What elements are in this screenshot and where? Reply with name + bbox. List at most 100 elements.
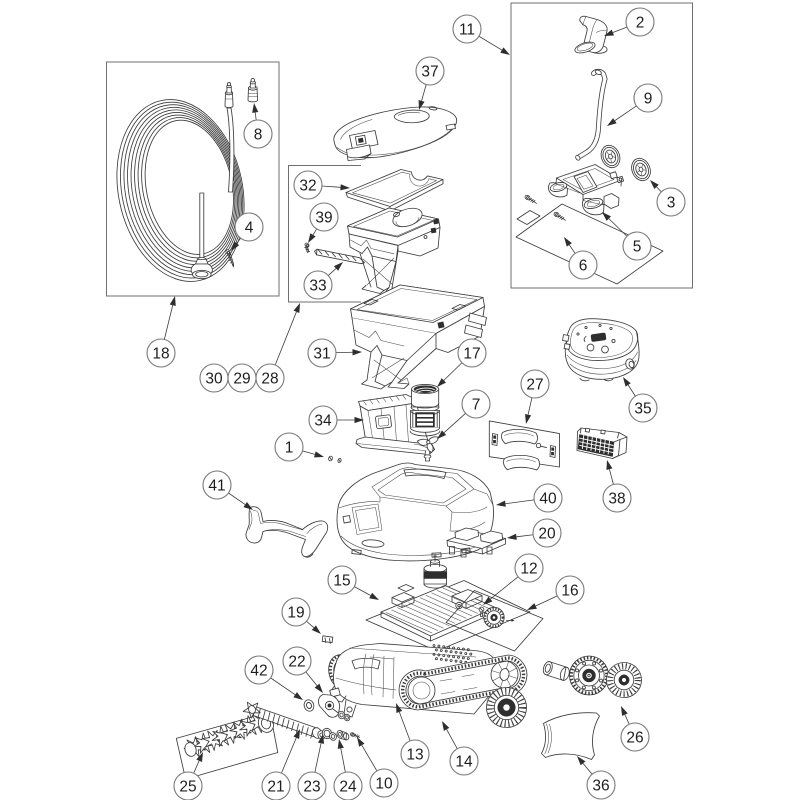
callout-circle-6 xyxy=(568,250,598,280)
leader-line-12 xyxy=(490,576,519,600)
leader-line-9 xyxy=(614,105,637,121)
callout-number-16: 16 xyxy=(561,583,578,600)
callout-number-6: 6 xyxy=(579,258,588,275)
callout-16: 16 xyxy=(555,575,585,605)
part-tension-bracket xyxy=(318,694,351,722)
leader-line-8 xyxy=(254,112,257,121)
leader-line-21 xyxy=(281,737,297,774)
leader-arrowhead-33 xyxy=(333,262,343,271)
leader-arrowhead-15 xyxy=(369,592,379,600)
callout-number-35: 35 xyxy=(634,401,651,418)
leader-line-35 xyxy=(627,384,636,397)
part-main-body xyxy=(336,462,494,562)
callout-30: 30 xyxy=(199,363,229,393)
callout-23: 23 xyxy=(297,771,327,800)
callout-number-15: 15 xyxy=(333,573,350,590)
callout-36: 36 xyxy=(586,770,616,800)
leader-line-24 xyxy=(340,748,346,773)
leader-line-14 xyxy=(446,729,458,749)
part-top-cover xyxy=(333,106,458,161)
callout-22: 22 xyxy=(282,646,312,676)
part-screw-39 xyxy=(304,242,310,254)
callout-10: 10 xyxy=(369,768,399,798)
callout-number-1: 1 xyxy=(285,440,294,457)
leader-arrowhead-41 xyxy=(243,502,253,510)
callout-13: 13 xyxy=(400,739,430,769)
part-handle-grip xyxy=(574,15,608,54)
part-side-panel xyxy=(541,712,600,760)
callout-circle-16 xyxy=(555,575,585,605)
callout-20: 20 xyxy=(532,518,562,548)
leader-arrowhead-5 xyxy=(602,212,611,221)
leader-line-7 xyxy=(443,413,466,433)
leader-line-3 xyxy=(656,186,662,193)
leader-arrowhead-17 xyxy=(437,378,446,387)
part-wheel-3 xyxy=(631,157,651,182)
leader-line-10 xyxy=(361,744,378,772)
leader-arrowhead-16 xyxy=(527,603,537,610)
part-filter-basket xyxy=(350,284,487,390)
callout-14: 14 xyxy=(449,746,479,776)
callout-circle-12 xyxy=(514,553,544,583)
leader-arrowhead-23 xyxy=(318,734,325,744)
callout-number-32: 32 xyxy=(299,178,316,195)
leader-line-1 xyxy=(302,450,315,455)
callout-circle-37 xyxy=(415,56,445,86)
callout-number-8: 8 xyxy=(254,127,263,144)
part-filter-housing-top xyxy=(347,207,441,294)
part-brush-roller xyxy=(242,701,326,740)
leader-arrowhead-34 xyxy=(354,416,364,424)
callout-circle-33 xyxy=(303,270,333,300)
leader-arrowhead-8 xyxy=(252,103,259,113)
callout-24: 24 xyxy=(333,771,363,800)
callout-number-28: 28 xyxy=(261,371,278,388)
callout-number-26: 26 xyxy=(626,730,643,747)
box-filter-top-kit xyxy=(288,165,361,303)
part-cable-clip xyxy=(321,635,334,644)
leader-line-28 xyxy=(274,311,297,366)
leader-line-23 xyxy=(314,743,322,773)
callout-circle-4 xyxy=(234,212,264,242)
callout-circle-11 xyxy=(452,14,482,44)
leader-arrowhead-9 xyxy=(607,118,617,126)
callout-29: 29 xyxy=(227,363,257,393)
leader-arrowhead-35 xyxy=(623,377,631,387)
leader-lines-layer xyxy=(163,26,662,775)
leader-line-20 xyxy=(516,534,534,538)
callout-circle-2 xyxy=(625,7,655,37)
callout-37: 37 xyxy=(415,56,445,86)
leader-arrowhead-28 xyxy=(293,303,300,313)
callout-number-29: 29 xyxy=(233,371,250,388)
leader-arrowhead-11 xyxy=(500,47,510,55)
callout-circle-17 xyxy=(457,338,487,368)
leader-arrowhead-25 xyxy=(196,752,203,762)
leader-arrowhead-42 xyxy=(293,692,303,700)
box-caddy-kit xyxy=(510,2,693,289)
leader-arrowhead-27 xyxy=(525,414,532,424)
part-screw-12 xyxy=(478,606,485,617)
callout-circle-42 xyxy=(244,655,274,685)
callout-21: 21 xyxy=(261,771,291,800)
callout-circle-27 xyxy=(520,369,550,399)
part-end-cap xyxy=(336,730,350,741)
callout-3: 3 xyxy=(656,187,686,217)
leader-arrowhead-21 xyxy=(293,729,300,739)
callout-25: 25 xyxy=(173,771,203,800)
part-motor-block xyxy=(365,554,531,652)
callout-41: 41 xyxy=(202,470,232,500)
callout-number-31: 31 xyxy=(313,346,330,363)
leader-arrowhead-40 xyxy=(496,500,506,507)
leader-arrowhead-13 xyxy=(396,703,403,713)
leader-line-39 xyxy=(312,228,318,236)
callout-number-12: 12 xyxy=(520,561,537,578)
callout-circle-24 xyxy=(333,771,363,800)
leader-line-17 xyxy=(443,362,463,381)
callout-number-36: 36 xyxy=(592,778,609,795)
leader-line-36 xyxy=(582,763,593,775)
callout-number-33: 33 xyxy=(309,278,326,295)
callout-circle-26 xyxy=(620,722,650,752)
leader-line-6 xyxy=(569,244,576,254)
callout-number-34: 34 xyxy=(314,413,332,430)
part-handle-tube xyxy=(575,68,608,161)
